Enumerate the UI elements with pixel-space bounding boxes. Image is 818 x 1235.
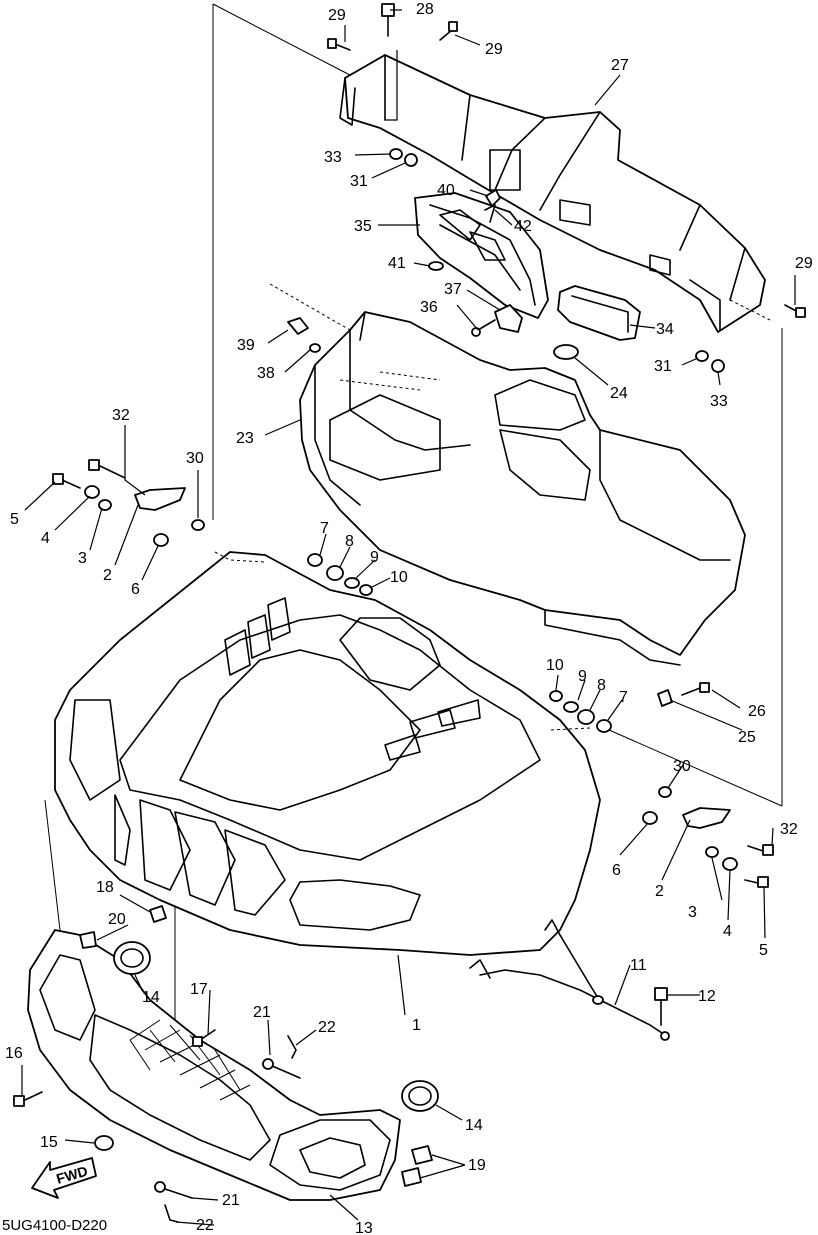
cover-34 <box>557 285 641 341</box>
callout-36: 36 <box>420 299 438 316</box>
diagram-code: 5UG4100-D220 <box>2 1217 107 1234</box>
bolt-12 <box>654 987 668 1026</box>
grommet-24 <box>553 344 579 360</box>
callout-10: 10 <box>390 569 408 586</box>
callout-19: 19 <box>468 1157 486 1174</box>
callout-2: 2 <box>103 567 112 584</box>
callout-9: 9 <box>578 668 587 685</box>
callout-28: 28 <box>416 1 434 18</box>
callout-40: 40 <box>437 182 455 199</box>
callout-6: 6 <box>612 862 621 879</box>
callout-25: 25 <box>738 729 756 746</box>
nut-25 <box>657 689 673 707</box>
callout-32: 32 <box>780 821 798 838</box>
callout-18: 18 <box>96 879 114 896</box>
callout-5: 5 <box>759 942 768 959</box>
bolt-26 <box>681 682 710 696</box>
lamp-grommet-right-14 <box>401 1080 439 1112</box>
bracket-37 <box>471 304 523 337</box>
nut-20 <box>79 931 97 949</box>
lamp-grommet-left-14 <box>113 941 151 975</box>
callout-30: 30 <box>673 758 691 775</box>
callout-24: 24 <box>610 385 628 402</box>
callout-6: 6 <box>131 581 140 598</box>
bolt-17 <box>192 1029 216 1047</box>
callout-3: 3 <box>78 550 87 567</box>
leader-lines <box>21 9 796 1226</box>
callout-14: 14 <box>142 989 160 1006</box>
callout-8: 8 <box>597 677 606 694</box>
cap-15 <box>94 1135 114 1151</box>
callout-22: 22 <box>196 1217 214 1234</box>
callout-17: 17 <box>190 981 208 998</box>
callout-20: 20 <box>108 911 126 928</box>
pin-21-lower <box>154 1181 193 1223</box>
fasteners-7-10-upper <box>307 553 373 596</box>
callout-33: 33 <box>710 393 728 410</box>
callout-30: 30 <box>186 450 204 467</box>
cable-11 <box>469 919 670 1041</box>
fasteners-7-10-lower <box>549 690 612 733</box>
small-parts-40-42 <box>428 189 501 271</box>
callout-37: 37 <box>444 281 462 298</box>
callout-8: 8 <box>345 533 354 550</box>
callout-27: 27 <box>611 57 629 74</box>
callout-12: 12 <box>698 988 716 1005</box>
upper-dash-panel <box>339 54 771 333</box>
callout-23: 23 <box>236 430 254 447</box>
callout-2: 2 <box>655 883 664 900</box>
callout-31: 31 <box>654 358 672 375</box>
forward-direction-arrow: FWD <box>31 1157 97 1199</box>
reference-lines <box>44 3 783 1105</box>
callout-29: 29 <box>485 41 503 58</box>
callout-5: 5 <box>10 511 19 528</box>
callout-3: 3 <box>688 904 697 921</box>
callout-33: 33 <box>324 149 342 166</box>
front-grille <box>27 929 401 1201</box>
front-hood <box>54 551 601 956</box>
inner-dash-panel <box>299 311 746 666</box>
callout-4: 4 <box>41 530 50 547</box>
callout-7: 7 <box>320 520 329 537</box>
callout-14: 14 <box>465 1117 483 1134</box>
callout-10: 10 <box>546 657 564 674</box>
callout-11: 11 <box>630 957 647 974</box>
pin-21-upper <box>262 1035 301 1079</box>
callout-7: 7 <box>619 689 628 706</box>
callout-4: 4 <box>723 923 732 940</box>
callout-39: 39 <box>237 337 255 354</box>
callout-1: 1 <box>412 1017 421 1034</box>
callout-38: 38 <box>257 365 275 382</box>
hinge-hardware-left <box>52 459 205 547</box>
callout-16: 16 <box>5 1045 23 1062</box>
callout-42: 42 <box>514 218 532 235</box>
callout-26: 26 <box>748 703 766 720</box>
clip-39 <box>287 317 309 335</box>
callout-29: 29 <box>328 7 346 24</box>
callout-35: 35 <box>354 218 372 235</box>
line-39 <box>269 283 351 331</box>
nut-18 <box>149 905 167 923</box>
nut-38 <box>309 343 321 353</box>
callout-21: 21 <box>222 1192 240 1209</box>
callout-15: 15 <box>40 1134 58 1151</box>
callout-31: 31 <box>350 173 368 190</box>
meter-panel <box>414 192 549 319</box>
bolt-16 <box>13 1091 43 1107</box>
callout-32: 32 <box>112 407 130 424</box>
callout-labels: 1 2 2 3 3 4 4 5 5 6 6 7 7 8 8 9 9 10 10 … <box>5 1 813 1235</box>
hinge-hardware-right <box>642 786 774 888</box>
callout-21: 21 <box>253 1004 271 1021</box>
callout-41: 41 <box>388 255 406 272</box>
callout-29: 29 <box>795 255 813 272</box>
callout-22: 22 <box>318 1019 336 1036</box>
callout-13: 13 <box>355 1220 373 1235</box>
callout-34: 34 <box>656 321 674 338</box>
callout-9: 9 <box>370 549 379 566</box>
clips-19 <box>401 1145 433 1187</box>
